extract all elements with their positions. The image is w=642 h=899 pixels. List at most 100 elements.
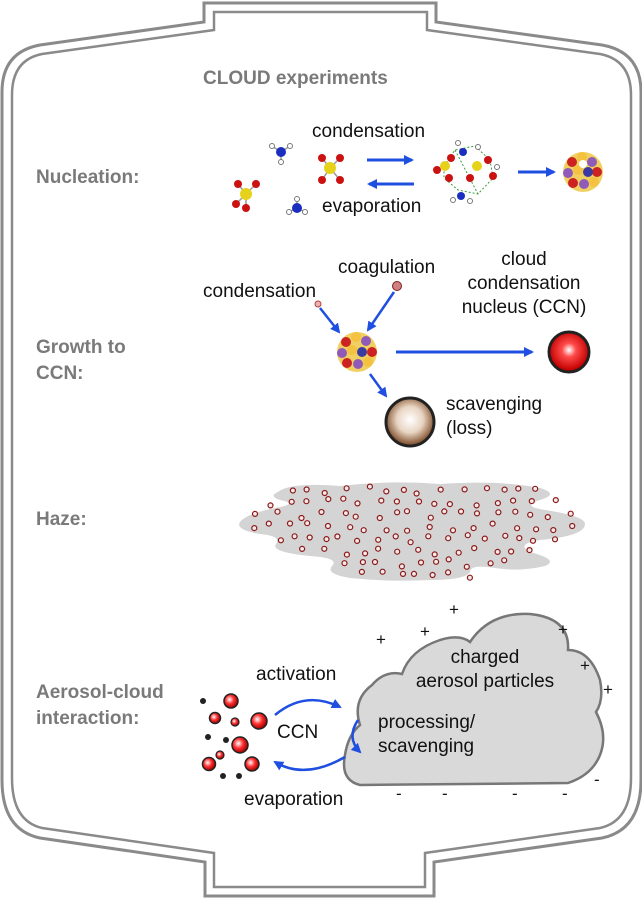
haze-particle — [426, 523, 433, 531]
haze-particle — [509, 497, 517, 504]
haze-particle — [551, 536, 559, 543]
haze-particle — [354, 537, 361, 545]
minus-charge: - — [562, 784, 568, 803]
haze-particle — [455, 549, 462, 556]
processing-line1: processing/ — [378, 712, 476, 733]
haze-particle — [445, 556, 452, 563]
haze-particle — [470, 524, 477, 532]
scavenging-label: scavenging (loss) — [446, 393, 542, 441]
growth-condensation-label: condensation — [203, 281, 317, 302]
haze-particle — [393, 498, 400, 505]
small-particle-icon — [314, 300, 322, 308]
haze-particle — [375, 545, 382, 552]
plus-charge: + — [558, 620, 568, 639]
nucleation-heading: Nucleation: — [36, 167, 140, 188]
growth-heading-line1: Growth to — [36, 337, 126, 358]
haze-particle — [366, 483, 373, 490]
haze-particle — [251, 524, 258, 532]
ccn-label-line2: condensation — [467, 273, 581, 294]
haze-particle — [340, 495, 347, 502]
haze-particle — [431, 500, 438, 507]
plus-charge: + — [376, 630, 386, 649]
haze-particle — [445, 569, 452, 576]
haze-particle — [429, 571, 436, 579]
plus-charge: + — [420, 622, 430, 641]
haze-particle — [277, 537, 284, 544]
haze-particle — [323, 535, 330, 543]
haze-particle — [552, 497, 559, 504]
haze-particle — [461, 486, 468, 493]
haze-particle — [325, 496, 332, 503]
plus-charge: + — [580, 656, 590, 675]
haze-particle — [417, 559, 425, 566]
haze-particle — [303, 486, 310, 493]
processing-label: processing/ scavenging — [378, 711, 475, 759]
molecular-cluster-icon — [433, 140, 500, 204]
sulfuric-acid-molecule-icon — [232, 180, 260, 212]
haze-particle — [415, 498, 423, 505]
activation-label: activation — [256, 664, 337, 685]
haze-particle — [526, 546, 533, 554]
haze-particle — [341, 560, 348, 567]
haze-particle — [334, 533, 341, 540]
haze-particle — [567, 510, 574, 517]
haze-particle — [298, 514, 305, 522]
coagulation-label: coagulation — [338, 257, 436, 278]
haze-particle — [392, 533, 399, 540]
haze-particle — [360, 527, 367, 534]
growing-particle-icon — [337, 332, 377, 372]
scavenging-label-line1: scavenging — [446, 394, 543, 415]
haze-particle — [383, 488, 390, 495]
haze-particle — [378, 497, 385, 504]
haze-particle — [299, 545, 306, 553]
scavenging-particle-icon — [384, 396, 436, 448]
ccn-label: cloud condensation nucleus (CCN) — [434, 248, 614, 320]
plus-charge: + — [603, 680, 613, 699]
haze-particle — [383, 527, 390, 534]
haze-particle — [359, 558, 366, 566]
haze-particle — [527, 511, 534, 518]
sulfuric-acid-molecule-icon — [318, 154, 344, 184]
haze-particle — [501, 486, 508, 493]
haze-region — [239, 482, 585, 581]
haze-particle — [407, 539, 414, 546]
nucleation-evaporation-label: evaporation — [322, 196, 422, 217]
aerosol-cloud-heading-line2: interaction: — [36, 708, 140, 729]
haze-particle — [274, 508, 281, 515]
activation-arrow — [274, 698, 342, 716]
haze-particle — [501, 557, 508, 564]
haze-particle — [532, 526, 540, 533]
haze-particle — [471, 544, 478, 552]
haze-particle — [358, 568, 365, 576]
ccn-label-line1: cloud — [501, 249, 547, 270]
charged-aerosol-line2: aerosol particles — [415, 671, 555, 692]
haze-particle — [463, 563, 470, 570]
haze-particle — [265, 520, 272, 527]
haze-particle — [394, 548, 401, 555]
haze-particle — [267, 502, 274, 509]
ammonia-molecule-icon — [286, 196, 308, 215]
aerosol-cloud-heading: Aerosol-cloud interaction: — [36, 680, 164, 732]
haze-heading: Haze: — [36, 509, 87, 530]
haze-particle — [516, 534, 523, 542]
haze-particle — [437, 486, 444, 493]
haze-particle — [399, 570, 407, 578]
haze-particle — [352, 513, 359, 520]
cloud-shape — [342, 612, 605, 787]
plus-charge: + — [449, 600, 459, 619]
haze-particle — [400, 486, 407, 493]
minus-charge: - — [396, 784, 402, 803]
growth-heading: Growth to CCN: — [36, 335, 126, 387]
haze-particle — [403, 508, 411, 515]
haze-particle — [251, 510, 259, 518]
haze-particle — [413, 490, 420, 497]
haze-particle — [431, 551, 438, 558]
haze-particle — [321, 545, 328, 552]
condensation-growth-arrow — [319, 307, 341, 334]
haze-particle — [494, 500, 501, 507]
haze-particle — [425, 533, 432, 540]
haze-particle — [394, 509, 401, 516]
haze-particle — [473, 502, 480, 509]
